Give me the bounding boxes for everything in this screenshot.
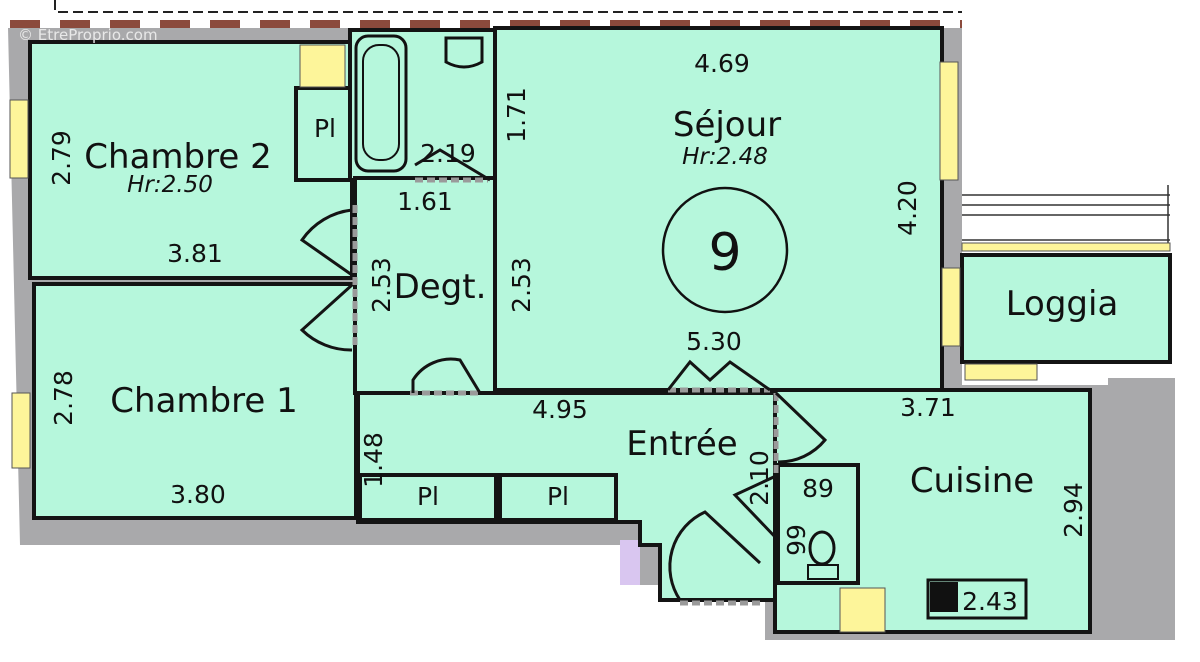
- label-loggia: Loggia: [1006, 284, 1119, 324]
- window-chambre-2: [9, 99, 29, 179]
- dim-bathroom-depth: 1.71: [502, 87, 531, 143]
- watermark: © EtreProprio.com: [18, 26, 158, 44]
- label-entree: Entrée: [626, 424, 737, 464]
- plan-number: 9: [708, 223, 741, 283]
- duct-chambre-2: [299, 44, 346, 88]
- duct-cuisine: [839, 587, 886, 633]
- dim-degt-width: 1.61: [397, 187, 453, 216]
- dim-wc-depth: 99: [782, 524, 811, 556]
- bathtub-icon: [354, 34, 408, 173]
- label-chambre-2: Chambre 2: [84, 137, 271, 177]
- window-sejour-1: [939, 61, 959, 181]
- label-degt: Degt.: [394, 267, 487, 307]
- label-closet-1: Pl: [314, 114, 336, 143]
- dim-sejour-left: 2.53: [507, 257, 536, 313]
- sink-icon: [444, 36, 484, 69]
- dim-cuisine-width: 3.71: [900, 393, 956, 422]
- plan-number-circle: [661, 186, 789, 314]
- closet-chambre-2: [294, 86, 352, 182]
- room-loggia: [960, 253, 1172, 364]
- dim-bathroom-width: 2.19: [420, 139, 476, 168]
- dim-sejour-depth: 4.20: [893, 180, 922, 236]
- neighbor-strip: [620, 540, 640, 585]
- dim-chambre-2-width: 3.81: [167, 239, 223, 268]
- label-closet-2: Pl: [417, 482, 439, 511]
- dim-chambre-1-width: 3.80: [170, 480, 226, 509]
- dim-sejour-top: 4.69: [694, 49, 750, 78]
- dim-cuisine-depth: 2.94: [1059, 482, 1088, 538]
- dim-entree-depth-2: 2.10: [745, 450, 774, 506]
- label-sejour: Séjour: [673, 105, 781, 145]
- dim-chambre-1-depth: 2.78: [49, 370, 78, 426]
- window-chambre-1: [11, 392, 31, 469]
- closet-entree-2: [498, 473, 618, 522]
- window-sejour-2: [941, 267, 961, 347]
- height-chambre-2: Hr:2.50: [127, 172, 213, 198]
- label-closet-3: Pl: [547, 482, 569, 511]
- dim-wc-width: 89: [802, 474, 834, 503]
- room-sejour: [493, 26, 944, 392]
- height-sejour: Hr:2.48: [682, 144, 768, 170]
- loggia-railing: [962, 185, 1170, 250]
- loggia-window: [961, 242, 1171, 252]
- dim-entree-width: 4.95: [532, 395, 588, 424]
- doors: [299, 148, 828, 606]
- dim-sejour-bottom: 5.30: [686, 327, 742, 356]
- closet-entree-1: [358, 473, 498, 522]
- dim-entree-depth: 1.48: [359, 432, 388, 488]
- window-loggia: [964, 363, 1038, 381]
- dim-degt-depth: 2.53: [367, 257, 396, 313]
- balcony-outline: [54, 0, 962, 13]
- dim-cuisine-bottom: 2.43: [962, 587, 1018, 616]
- dim-chambre-2-depth: 2.79: [47, 130, 76, 186]
- label-cuisine: Cuisine: [910, 461, 1034, 501]
- label-chambre-1: Chambre 1: [110, 381, 297, 421]
- room-degagement: [353, 176, 497, 395]
